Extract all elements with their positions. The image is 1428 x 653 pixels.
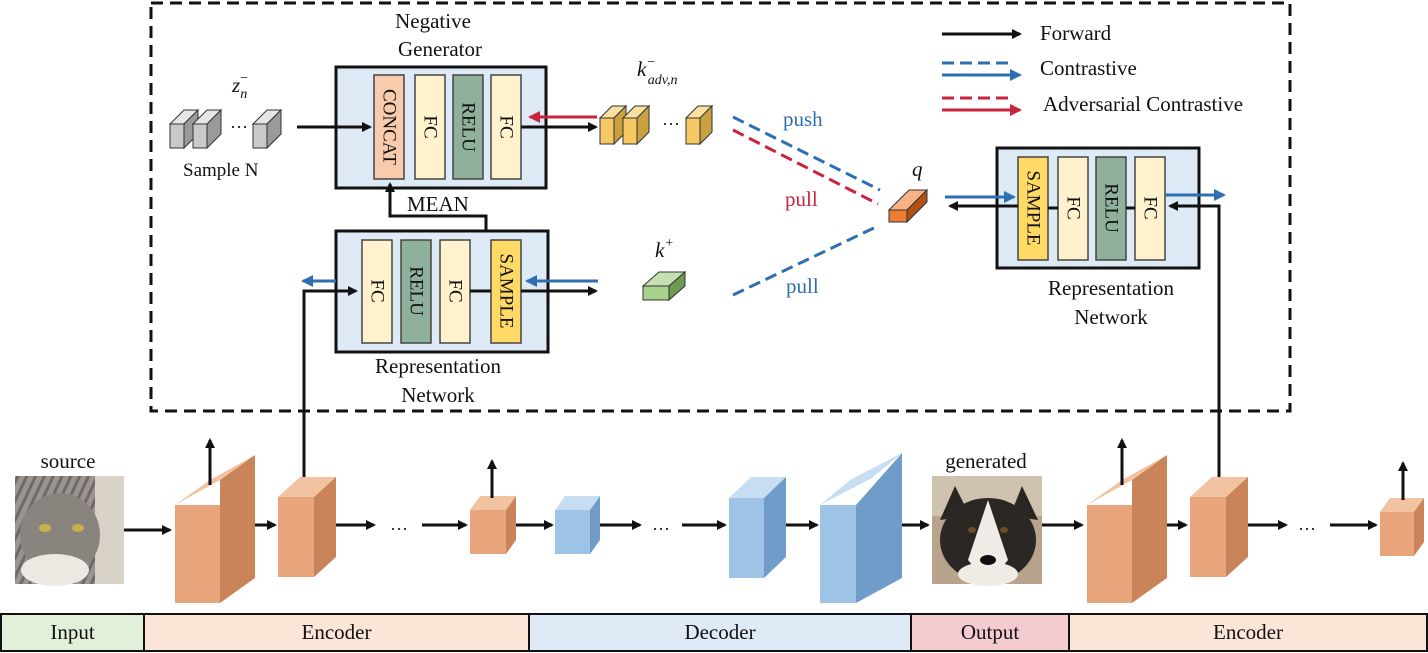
- legend-adversarial-label: Adversarial Contrastive: [1043, 92, 1243, 116]
- adversarial-negatives: ··· k−adv,n: [598, 55, 714, 146]
- positive-key-vector: [641, 270, 687, 302]
- k-adv-label: k−adv,n: [637, 55, 677, 88]
- adversarial-pull-line: [732, 128, 879, 206]
- noise-vector: [251, 108, 283, 150]
- source-image: [15, 476, 124, 586]
- relu-block: [400, 239, 432, 344]
- pull-adversarial-label: pull: [785, 187, 818, 211]
- fc-label: FC: [496, 115, 517, 138]
- decoder-layer: [729, 477, 786, 578]
- stage-decoder: Decoder: [528, 613, 910, 652]
- decoder-layer: [555, 496, 600, 554]
- rep-net-left-caption: Representation: [375, 354, 501, 378]
- stage-input: Input: [0, 613, 143, 652]
- pull-positive-label: pull: [786, 274, 819, 298]
- sample-block: [1017, 156, 1049, 261]
- fc-label: FC: [420, 115, 441, 138]
- sample-n-caption: Sample N: [183, 160, 259, 181]
- k-plus-label: k+: [655, 236, 674, 262]
- stage-encoder-2: Encoder: [1068, 613, 1428, 652]
- fc-label: FC: [445, 279, 466, 302]
- generated-image: [932, 476, 1042, 586]
- encoder-ellipsis: ···: [390, 519, 408, 539]
- mean-label: MEAN: [407, 192, 469, 216]
- legend: Forward Contrastive Adversarial Contrast…: [942, 21, 1243, 116]
- rep-net-right-caption-2: Network: [1074, 305, 1148, 329]
- encoder-layer: [175, 455, 255, 603]
- sample-label: SAMPLE: [1023, 171, 1044, 246]
- noise-label: zn−: [231, 71, 249, 102]
- negatives-ellipsis: ···: [662, 114, 680, 134]
- concat-block: [373, 74, 405, 180]
- negative-key-vector: [598, 104, 628, 146]
- fc-block: [1134, 156, 1166, 261]
- fc-label: FC: [1140, 196, 1161, 219]
- relu-label: RELU: [406, 266, 427, 316]
- encoder-layer: [1087, 455, 1167, 603]
- source-label: source: [41, 449, 96, 473]
- negative-key-vector: [684, 104, 714, 146]
- rep-net-left-caption-2: Network: [401, 383, 475, 407]
- push-line: [732, 115, 881, 192]
- encoder-feature-to-rep-net-left: [302, 289, 330, 490]
- fc-block: [361, 239, 393, 344]
- stage-encoder: Encoder: [143, 613, 528, 652]
- encoder-layer: [278, 477, 336, 577]
- legend-forward-label: Forward: [1040, 21, 1112, 45]
- representation-network-left: FC RELU FC SAMPLE: [334, 229, 550, 354]
- noise-ellipsis: ···: [230, 117, 248, 137]
- representation-network-right: SAMPLE FC RELU FC: [995, 146, 1201, 270]
- stage-output: Output: [910, 613, 1068, 652]
- fc-label: FC: [1063, 196, 1084, 219]
- query-vector: [887, 188, 929, 224]
- fc-block: [490, 74, 522, 180]
- fc-block: [439, 239, 471, 344]
- concat-label: CONCAT: [379, 89, 400, 165]
- decoder-ellipsis: ···: [652, 519, 670, 539]
- sample-label: SAMPLE: [496, 254, 517, 329]
- negative-key-vector: [621, 104, 651, 146]
- relu-label: RELU: [1101, 183, 1122, 233]
- negative-generator-title-2: Generator: [398, 37, 482, 61]
- q-label: q: [912, 157, 923, 181]
- rep-net-right-caption: Representation: [1048, 276, 1174, 300]
- fc-block: [1057, 156, 1089, 261]
- fc-label: FC: [367, 279, 388, 302]
- decoder-layer: [820, 453, 902, 603]
- encoder-layer: [470, 496, 516, 554]
- fc-block: [414, 74, 446, 180]
- negative-generator-title: Negative: [395, 9, 471, 33]
- encoder-layer: [1190, 477, 1248, 577]
- legend-contrastive-label: Contrastive: [1040, 56, 1137, 80]
- push-label: push: [783, 107, 823, 131]
- contrastive-module-frame: [149, 1, 1292, 413]
- noise-vector: [191, 108, 223, 150]
- stage-bar: Input Encoder Decoder Output Encoder: [0, 613, 1428, 652]
- generated-label: generated: [945, 449, 1027, 473]
- noise-samples: ··· zn− Sample N: [168, 71, 283, 181]
- positive-pull-line: [732, 224, 879, 297]
- encoder-layer: [1380, 498, 1424, 556]
- relu-label: RELU: [458, 102, 479, 152]
- sample-block: [490, 239, 522, 344]
- encoder-feature-to-rep-net-right: [1200, 204, 1221, 490]
- relu-block: [452, 74, 484, 180]
- noise-vector: [168, 108, 200, 150]
- encoder-ellipsis: ···: [1298, 519, 1316, 539]
